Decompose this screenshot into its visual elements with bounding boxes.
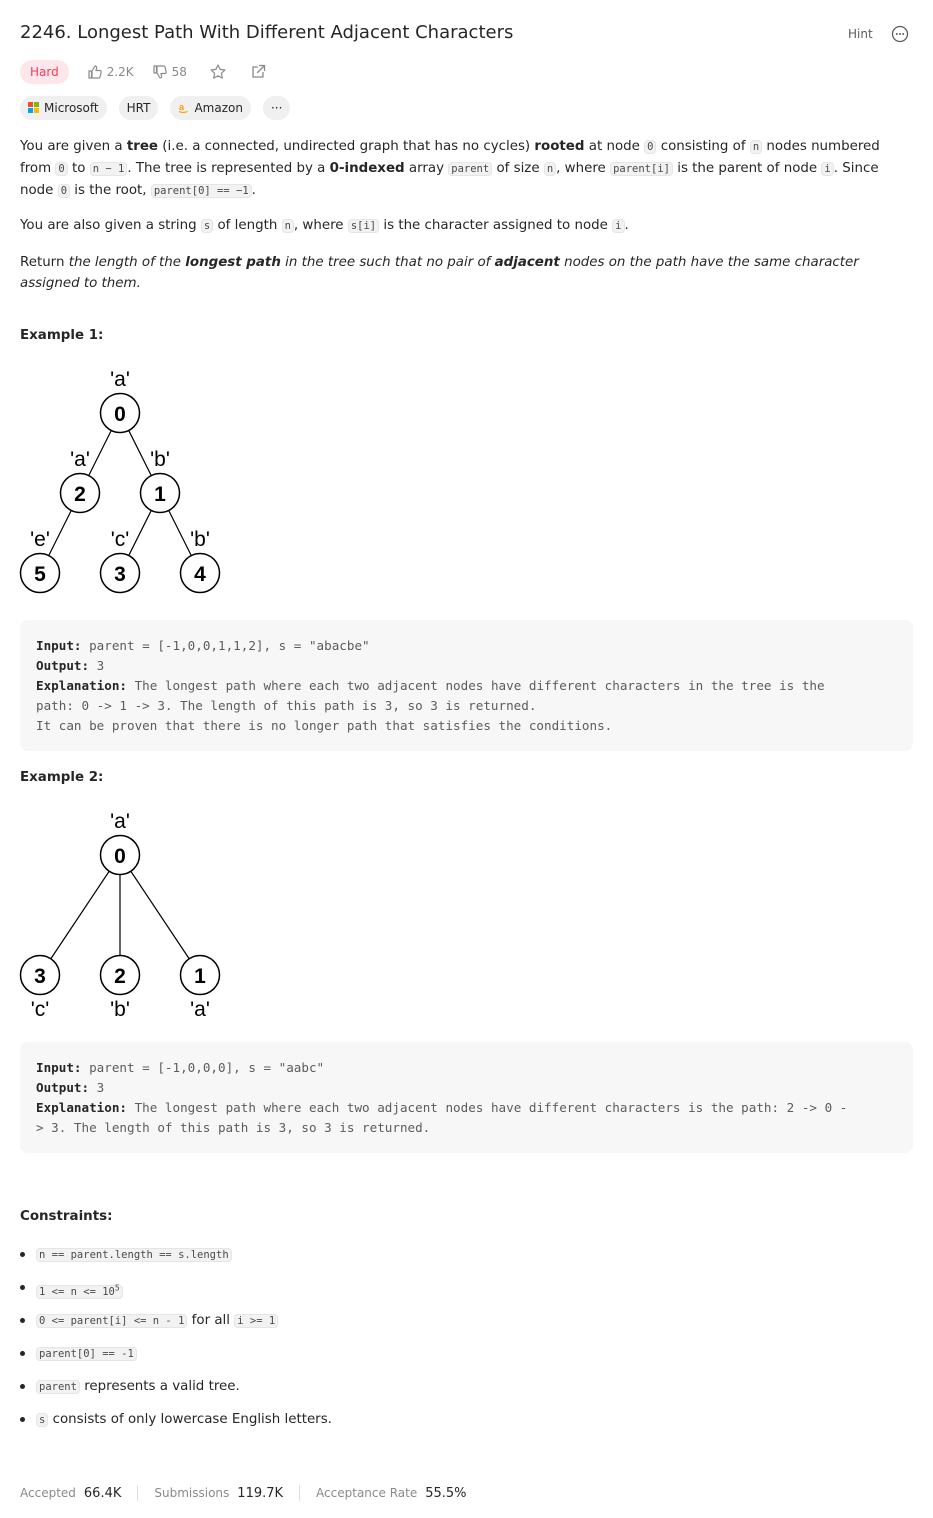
svg-text:'a': 'a' bbox=[70, 448, 90, 471]
list-item: s consists of only lowercase English let… bbox=[20, 1409, 913, 1442]
company-tag-amazon[interactable]: a Amazon bbox=[170, 95, 251, 120]
description-paragraph-3: Return the length of the longest path in… bbox=[20, 255, 859, 291]
dislike-button[interactable]: 58 bbox=[152, 64, 187, 80]
tree-node: 2 'b' bbox=[99, 954, 141, 1021]
tree-edge bbox=[119, 854, 201, 976]
acceptance-rate-value: 55.5% bbox=[425, 1485, 467, 1501]
divider bbox=[299, 1485, 301, 1501]
example-1-block: Input: parent = [-1,0,0,1,1,2], s = "aba… bbox=[20, 620, 913, 751]
description-paragraph-2: You are also given a string s of length … bbox=[20, 218, 629, 233]
submissions-value: 119.7K bbox=[237, 1485, 284, 1501]
share-icon[interactable] bbox=[249, 63, 267, 81]
svg-text:'b': 'b' bbox=[150, 448, 170, 471]
like-count: 2.2K bbox=[106, 65, 134, 79]
example-1-title: Example 1: bbox=[20, 328, 104, 343]
list-item: parent[0] == -1 bbox=[20, 1343, 913, 1376]
tree-node: 1 'a' bbox=[179, 954, 221, 1021]
amazon-logo-icon: a bbox=[178, 102, 189, 113]
svg-text:2: 2 bbox=[74, 483, 86, 506]
submissions-label: Submissions bbox=[154, 1486, 230, 1500]
tree-node: 0 'a' bbox=[99, 368, 141, 434]
more-options-icon[interactable] bbox=[891, 25, 909, 43]
dislike-count: 58 bbox=[171, 65, 187, 79]
tree-node: 0 'a' bbox=[99, 810, 141, 876]
svg-text:'a': 'a' bbox=[190, 998, 210, 1021]
svg-text:1: 1 bbox=[154, 483, 166, 506]
svg-text:'a': 'a' bbox=[110, 368, 130, 391]
example-2-block: Input: parent = [-1,0,0,0], s = "aabc" O… bbox=[20, 1042, 913, 1153]
example-2-tree-diagram: 0 'a' 3 'c' 2 'b' 1 'a' bbox=[19, 810, 221, 1021]
svg-text:'e': 'e' bbox=[30, 528, 50, 551]
example-2-title: Example 2: bbox=[20, 770, 104, 785]
svg-text:0: 0 bbox=[114, 403, 126, 426]
svg-text:4: 4 bbox=[194, 563, 206, 586]
tree-node: 1 'b' bbox=[139, 448, 181, 514]
description-paragraph-1: You are given a tree (i.e. a connected, … bbox=[20, 139, 880, 198]
list-item: 1 <= n <= 105 bbox=[20, 1277, 913, 1310]
svg-text:'c': 'c' bbox=[31, 998, 50, 1021]
tree-edge bbox=[39, 854, 121, 976]
svg-text:a: a bbox=[179, 102, 185, 112]
hint-button[interactable]: Hint bbox=[848, 27, 873, 41]
svg-text:2: 2 bbox=[114, 965, 126, 988]
company-tag-microsoft[interactable]: Microsoft bbox=[20, 95, 107, 120]
submission-stats: Accepted 66.4K Submissions 119.7K Accept… bbox=[20, 1485, 467, 1501]
problem-meta-row: Hard 2.2K 58 bbox=[20, 59, 267, 85]
like-button[interactable]: 2.2K bbox=[87, 64, 134, 80]
svg-text:3: 3 bbox=[114, 563, 126, 586]
list-item: 0 <= parent[i] <= n - 1 for all i >= 1 bbox=[20, 1310, 913, 1343]
star-icon[interactable] bbox=[209, 63, 227, 81]
svg-text:3: 3 bbox=[34, 965, 46, 988]
accepted-label: Accepted bbox=[20, 1486, 76, 1500]
svg-text:'b': 'b' bbox=[190, 528, 210, 551]
svg-text:'a': 'a' bbox=[110, 810, 130, 833]
company-tag-hrt[interactable]: HRT bbox=[118, 95, 159, 120]
microsoft-logo-icon bbox=[28, 102, 39, 113]
thumbs-up-icon bbox=[88, 65, 102, 79]
svg-text:'c': 'c' bbox=[111, 528, 130, 551]
list-item: n == parent.length == s.length bbox=[20, 1244, 913, 1277]
tree-node: 2 'a' bbox=[59, 448, 101, 514]
thumbs-down-icon bbox=[153, 65, 167, 79]
problem-title: 2246. Longest Path With Different Adjace… bbox=[20, 22, 514, 43]
list-item: parent represents a valid tree. bbox=[20, 1376, 913, 1409]
difficulty-badge: Hard bbox=[20, 60, 69, 84]
accepted-value: 66.4K bbox=[83, 1485, 122, 1501]
svg-text:'b': 'b' bbox=[110, 998, 130, 1021]
company-tags: Microsoft HRT a Amazon ··· bbox=[20, 95, 302, 120]
svg-text:5: 5 bbox=[34, 563, 46, 586]
constraints-list: n == parent.length == s.length 1 <= n <=… bbox=[20, 1244, 913, 1442]
more-companies-button[interactable]: ··· bbox=[262, 95, 291, 120]
divider bbox=[137, 1485, 139, 1501]
tree-node: 5 'e' bbox=[19, 528, 61, 594]
svg-text:1: 1 bbox=[194, 965, 206, 988]
example-1-tree-diagram: 0 'a' 2 'a' 1 'b' 5 'e' 3 'c' 4 'b' bbox=[19, 368, 221, 594]
tree-node: 4 'b' bbox=[179, 528, 221, 594]
svg-text:0: 0 bbox=[114, 845, 126, 868]
tree-node: 3 'c' bbox=[99, 528, 141, 594]
tree-node: 3 'c' bbox=[19, 954, 61, 1021]
constraints-title: Constraints: bbox=[20, 1209, 113, 1224]
acceptance-rate-label: Acceptance Rate bbox=[316, 1486, 418, 1500]
